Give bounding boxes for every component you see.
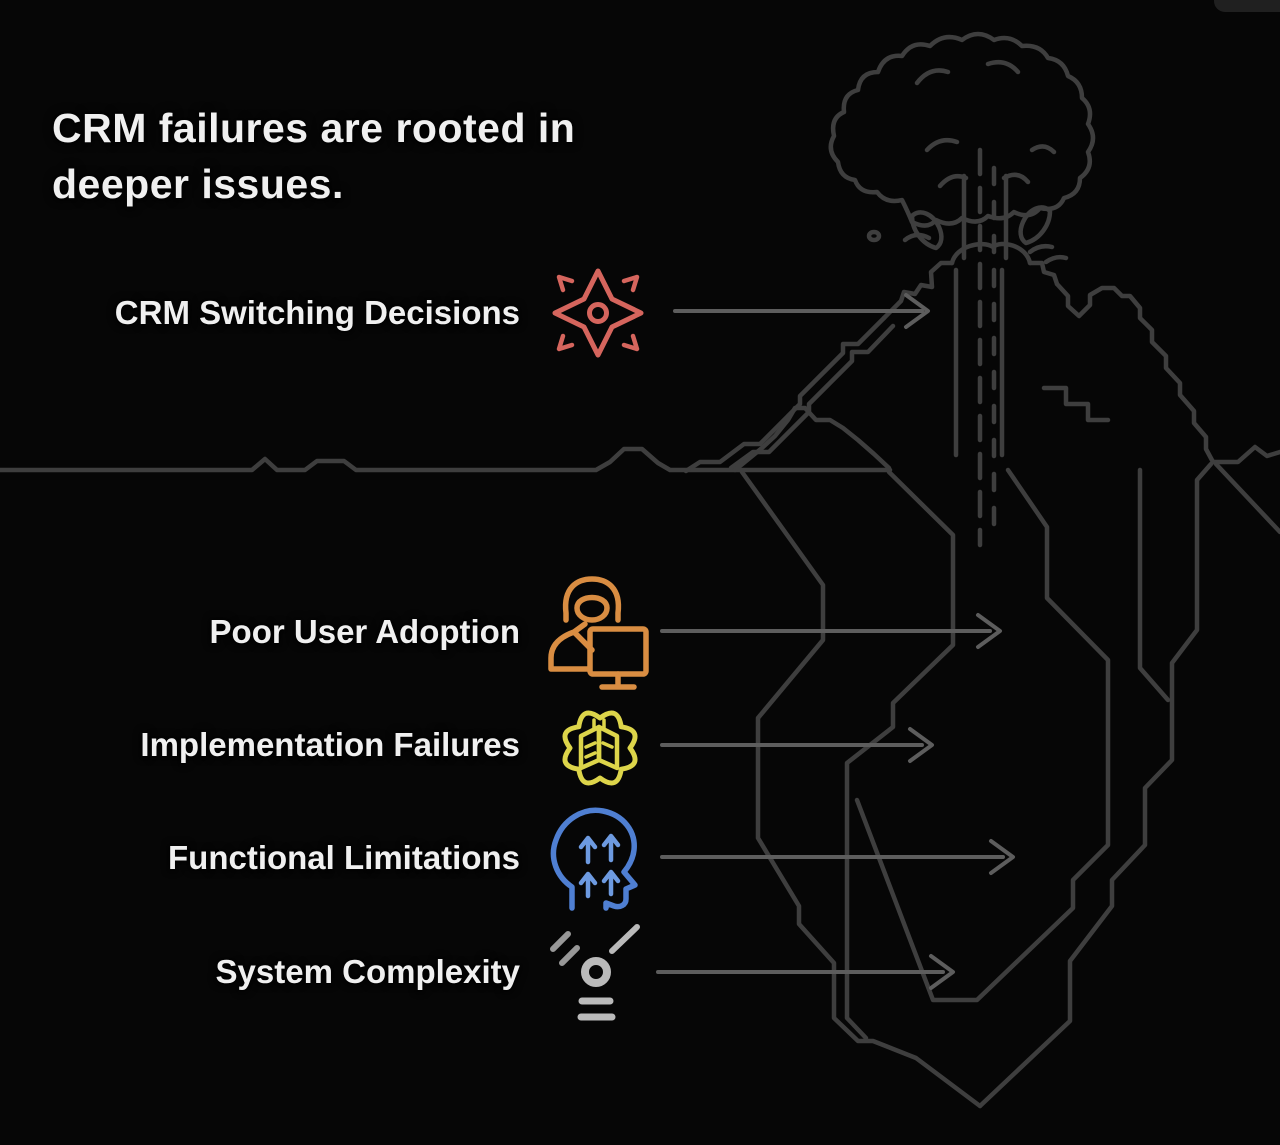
foothill-ridge — [732, 405, 892, 473]
cloud-inner-curls — [914, 60, 1057, 189]
waterline-right — [1210, 444, 1280, 465]
user-torso — [548, 621, 595, 672]
lava-dot-left — [866, 229, 882, 243]
eruption-cloud — [828, 31, 1096, 228]
gear-document-icon — [562, 710, 638, 786]
left-slope-outer — [683, 315, 887, 474]
lava-droplet-right-2 — [1043, 254, 1069, 265]
iceberg-outer-right — [977, 461, 1214, 1109]
label-implementation-failures: Implementation Failures — [140, 726, 520, 763]
crater-left-rim — [881, 260, 955, 321]
arrow-complexity — [656, 954, 955, 990]
submerged-slope-right — [1213, 461, 1280, 535]
node-ring — [581, 957, 611, 987]
monitor — [587, 626, 649, 677]
ledger-lines — [584, 718, 614, 759]
iceberg-inner-echo — [854, 467, 1111, 1003]
right-slope-terrace-detail — [1041, 385, 1111, 423]
user-computer-icon — [548, 576, 649, 690]
label-system-complexity: System Complexity — [215, 953, 520, 990]
lava-droplet-left — [902, 232, 932, 243]
lava-splash-left — [909, 210, 944, 251]
user-hair — [562, 576, 622, 623]
corner-pill — [1214, 0, 1280, 12]
page-title: CRM failures are rooted in deeper issues… — [52, 100, 575, 212]
ledger-left-page — [578, 724, 602, 771]
ledger-right-page — [596, 724, 620, 771]
arrow-implementation — [660, 727, 934, 763]
illustration-lines — [0, 31, 1280, 1109]
iceberg-funnel-left — [844, 469, 956, 1041]
arrow-functional — [660, 839, 1015, 875]
label-poor-user-adoption: Poor User Adoption — [209, 613, 520, 650]
up-arrows — [578, 833, 621, 899]
iceberg-inner-echo-right — [1137, 467, 1171, 703]
head-arrows-icon — [550, 807, 638, 911]
vent-mound — [949, 241, 1033, 266]
label-crm-switching-decisions: CRM Switching Decisions — [114, 294, 520, 331]
label-functional-limitations: Functional Limitations — [168, 839, 520, 876]
lava-droplet-right-1 — [1027, 243, 1055, 255]
lava-splash-right — [1018, 205, 1053, 246]
diagonal-tick-right — [609, 924, 640, 954]
arrow-poor-adoption — [660, 613, 1002, 649]
title-line-2: deeper issues. — [52, 161, 344, 207]
monitor-stand — [599, 671, 637, 690]
iceberg-outer-left — [739, 469, 983, 1109]
user-face — [574, 594, 610, 623]
title-line-1: CRM failures are rooted in — [52, 105, 576, 151]
waterline — [0, 446, 893, 473]
diagonal-ticks-left — [550, 931, 580, 966]
scatter-network-icon — [550, 924, 640, 1021]
gear-outline — [562, 710, 638, 786]
right-slope — [1054, 281, 1216, 465]
stack-bars — [577, 997, 616, 1021]
compass-star-icon — [552, 268, 644, 358]
connector-arrows — [656, 293, 1015, 990]
arrow-crm-switching — [673, 293, 930, 329]
head-profile — [550, 807, 638, 911]
crater-right-rim — [1027, 260, 1060, 287]
